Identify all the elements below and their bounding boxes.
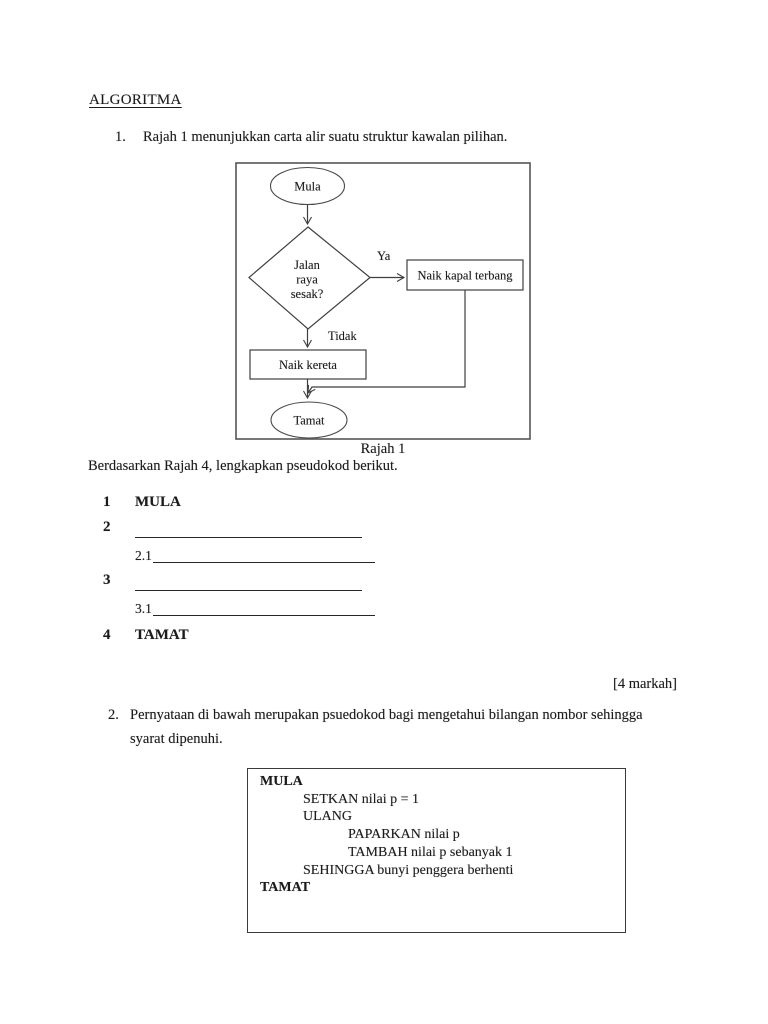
question2-number: 2. bbox=[108, 707, 119, 723]
yes-branch-label: Ya bbox=[377, 249, 391, 263]
pseudocode-row1-number: 1 bbox=[103, 494, 111, 510]
decision-line2: raya bbox=[296, 273, 318, 287]
code-line: TAMAT bbox=[260, 880, 311, 896]
marks-label: [4 markah] bbox=[612, 676, 677, 692]
elbow-connector-yes-to-end bbox=[307, 290, 466, 394]
end-label: Tamat bbox=[293, 414, 325, 428]
pseudocode-row3-blank-line bbox=[135, 576, 362, 591]
code-line: TAMBAH nilai p sebanyak 1 bbox=[348, 844, 513, 860]
start-label: Mula bbox=[294, 180, 321, 194]
code-line: PAPARKAN nilai p bbox=[348, 827, 460, 843]
yes-action-label: Naik kapal terbang bbox=[417, 269, 513, 283]
question2-prompt-line2: syarat dipenuhi. bbox=[130, 731, 223, 747]
decision-line3: sesak? bbox=[291, 287, 324, 301]
pseudocode-row21-number: 2.1 bbox=[135, 548, 152, 563]
no-branch-label: Tidak bbox=[328, 329, 357, 343]
question1-prompt: Rajah 1 menunjukkan carta alir suatu str… bbox=[143, 129, 508, 145]
pseudocode-row2-number: 2 bbox=[103, 519, 111, 535]
flowchart-border bbox=[235, 162, 531, 440]
pseudocode-row4-number: 4 bbox=[103, 627, 111, 643]
code-line: SEHINGGA bunyi penggera berhenti bbox=[303, 862, 514, 878]
pseudocode-row2-blank-line bbox=[135, 523, 362, 538]
figure-caption: Rajah 1 bbox=[360, 441, 406, 457]
pseudocode-row31-blank-line bbox=[153, 601, 375, 616]
pseudocode-instruction: Berdasarkan Rajah 4, lengkapkan pseudoko… bbox=[88, 458, 398, 474]
question2-prompt-line1: Pernyataan di bawah merupakan psuedokod … bbox=[130, 707, 643, 723]
decision-line1: Jalan bbox=[294, 258, 320, 272]
code-line: SETKAN nilai p = 1 bbox=[303, 791, 419, 807]
page-title: ALGORITMA bbox=[89, 92, 182, 108]
pseudocode-row4-label: TAMAT bbox=[135, 627, 189, 643]
question1-number: 1. bbox=[115, 129, 126, 145]
flowchart-canvas: Mula Jalan raya sesak? Ya Naik kapal ter… bbox=[235, 162, 531, 440]
no-action-label: Naik kereta bbox=[279, 358, 337, 372]
end-oval bbox=[270, 401, 348, 439]
pseudocode-row3-number: 3 bbox=[103, 572, 111, 588]
pseudocode-box: MULA SETKAN nilai p = 1 ULANG PAPARKAN n… bbox=[247, 768, 626, 933]
code-line: MULA bbox=[260, 774, 303, 789]
code-line: ULANG bbox=[303, 809, 352, 825]
pseudocode-row1-label: MULA bbox=[135, 494, 181, 510]
start-oval bbox=[269, 166, 346, 206]
pseudocode-row31-number: 3.1 bbox=[135, 601, 152, 616]
pseudocode-row21-blank-line bbox=[153, 548, 375, 563]
